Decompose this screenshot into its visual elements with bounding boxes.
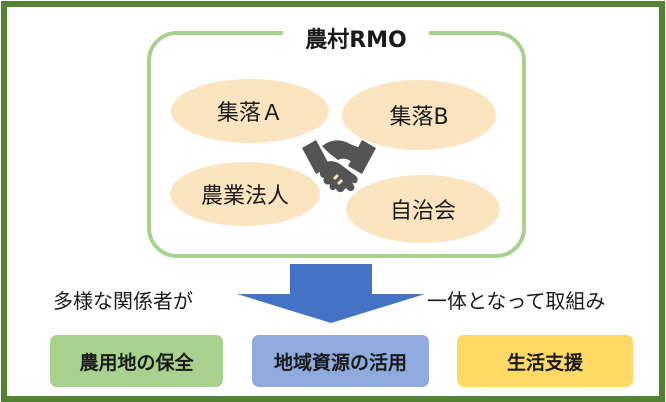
rmo-title: 農村RMO [283,24,429,58]
member-oval-2: 集落B [342,80,496,150]
activity-label-2: 地域資源の活用 [273,351,407,374]
left-caption: 多様な関係者が [53,289,193,313]
member-oval-3: 農業法人 [170,162,320,226]
activity-label-1: 農用地の保全 [79,351,194,374]
activity-resources: 地域資源の活用 [252,335,429,387]
activity-life-support: 生活支援 [457,335,633,387]
member-label-3: 農業法人 [200,184,289,209]
member-label-4: 自治会 [389,199,456,224]
member-oval-1: 集落Ａ [171,79,329,143]
right-caption: 一体となって取組み [427,289,606,313]
activity-label-3: 生活支援 [506,351,583,374]
member-oval-4: 自治会 [346,175,500,243]
member-label-2: 集落B [389,105,449,130]
handshake-icon [302,140,376,193]
member-label-1: 集落Ａ [216,101,283,126]
activity-farmland: 農用地の保全 [50,335,223,387]
